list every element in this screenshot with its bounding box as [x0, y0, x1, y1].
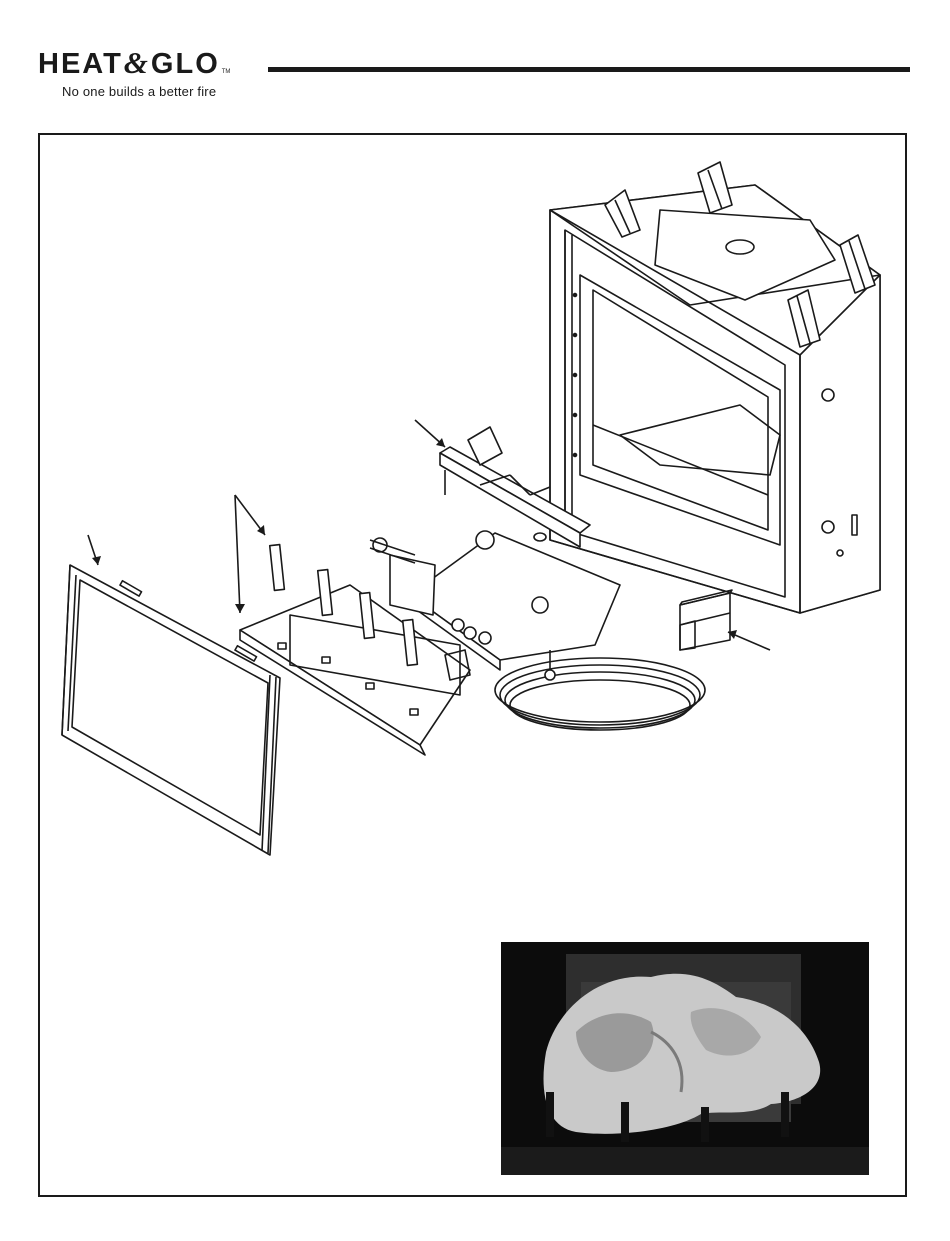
logo-trademark: TM: [222, 69, 231, 75]
log-set-photo: [501, 942, 869, 1175]
logo-heat: HEAT: [38, 50, 123, 79]
logo-glo: GLO: [151, 50, 220, 79]
exploded-view-diagram: [40, 135, 905, 895]
log-set-photo-art: [501, 942, 869, 1175]
logo-ampersand: &: [124, 47, 150, 78]
brand-tagline: No one builds a better fire: [62, 84, 216, 99]
firebox-assembly: [550, 162, 880, 613]
glass-front: [62, 565, 280, 855]
control-module: [680, 590, 732, 650]
header-rule: [268, 67, 910, 72]
